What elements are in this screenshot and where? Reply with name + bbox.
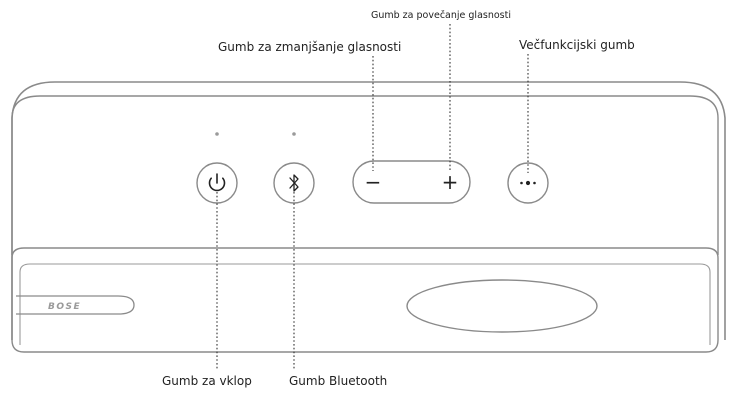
power-icon (208, 173, 226, 192)
multifunction-button[interactable] (507, 162, 549, 204)
volume-pill (352, 160, 471, 204)
volume-down-button[interactable]: − (356, 164, 408, 200)
bose-logo: BOSE (48, 302, 81, 312)
bluetooth-icon (289, 174, 299, 192)
bluetooth-label: Gumb Bluetooth (289, 374, 388, 388)
volume-up-button[interactable]: + (416, 164, 468, 200)
speaker-top-edge (11, 95, 719, 119)
volume-down-label: Gumb za zmanjšanje glasnosti (218, 40, 402, 54)
speaker-grille-inner-edge (19, 263, 711, 273)
volume-up-label: Gumb za povečanje glasnosti (371, 10, 511, 21)
three-dots-icon (520, 180, 536, 186)
speaker-grille-band (11, 247, 719, 353)
power-label: Gumb za vklop (162, 374, 252, 388)
grille-oval (406, 279, 598, 333)
multifunction-label: Večfunkcijski gumb (519, 38, 635, 52)
volume-button-group: − + (352, 160, 471, 204)
plus-icon: + (442, 170, 459, 194)
bluetooth-indicator-light (292, 132, 296, 136)
power-indicator-light (215, 132, 219, 136)
bluetooth-button[interactable] (273, 162, 315, 204)
minus-icon: − (365, 170, 382, 194)
logo-plate (16, 295, 135, 315)
power-button[interactable] (196, 162, 238, 204)
speaker-back-outline (11, 81, 726, 340)
